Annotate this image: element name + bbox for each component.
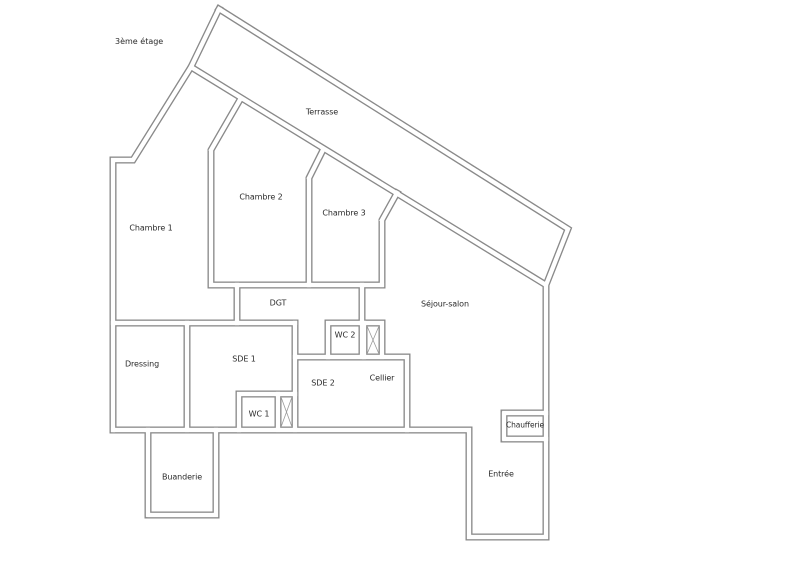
room-label-cellier: Cellier xyxy=(369,373,395,383)
room-label-sde-2: SDE 2 xyxy=(311,378,335,388)
sde2-cellier-wall xyxy=(291,353,411,434)
room-label-terrasse: Terrasse xyxy=(305,107,339,117)
shaft-wc1-icon xyxy=(280,396,293,428)
room-label-entree: Entrée xyxy=(488,469,514,479)
room-label-buanderie: Buanderie xyxy=(161,472,203,482)
chambre1-wall xyxy=(109,62,196,434)
room-label-wc-2: WC 2 xyxy=(334,330,356,340)
room-label-dressing: Dressing xyxy=(124,359,160,369)
wc2-wall xyxy=(324,319,386,361)
room-label-wc-1: WC 1 xyxy=(248,409,270,419)
room-label-sejour-salon: Séjour-salon xyxy=(421,299,469,309)
room-label-chambre-1: Chambre 1 xyxy=(129,223,173,233)
walls-hatch-pattern xyxy=(110,6,571,540)
floor-title: 3ème étage xyxy=(115,37,164,46)
room-label-dgt: DGT xyxy=(269,298,287,308)
room-label-chambre-3: Chambre 3 xyxy=(322,208,366,218)
chambre2-wall xyxy=(207,93,386,289)
room-label-chaufferie: Chaufferie xyxy=(505,420,545,430)
walls xyxy=(109,4,573,541)
room-label-chambre-2: Chambre 2 xyxy=(239,192,283,202)
shaft-wc2-icon xyxy=(366,325,380,355)
room-label-sde-1: SDE 1 xyxy=(232,354,256,364)
